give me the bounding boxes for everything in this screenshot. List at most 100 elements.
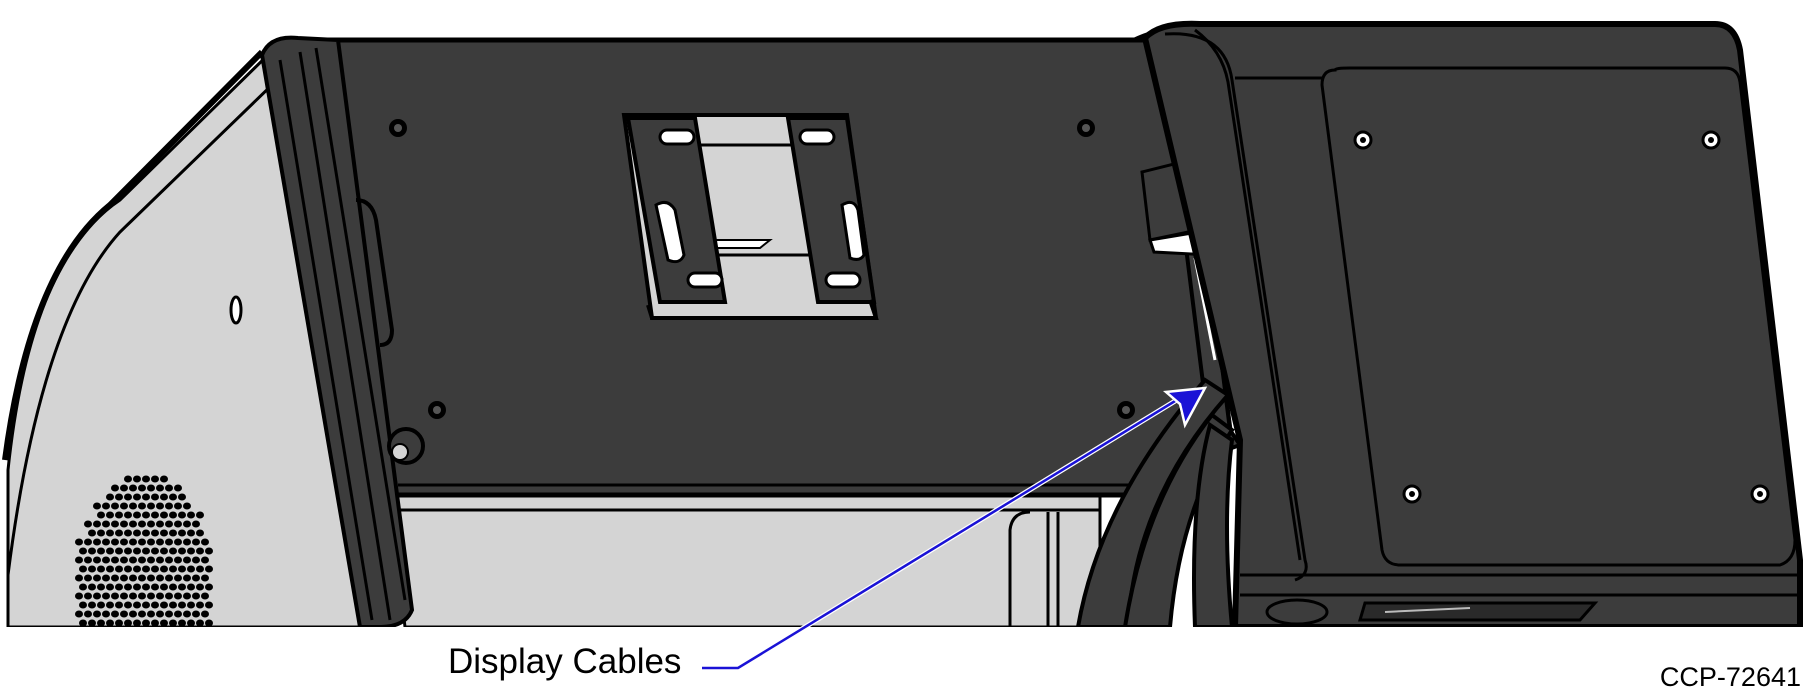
grille-hole bbox=[201, 556, 209, 564]
grille-hole bbox=[201, 538, 209, 546]
grille-hole bbox=[124, 475, 132, 483]
grille-hole bbox=[174, 484, 182, 492]
grille-hole bbox=[115, 511, 123, 519]
grille-hole bbox=[75, 574, 83, 582]
grille-hole bbox=[84, 574, 92, 582]
grille-hole bbox=[174, 520, 182, 528]
grille-hole bbox=[147, 556, 155, 564]
grille-hole bbox=[79, 601, 87, 609]
grille-hole bbox=[201, 574, 209, 582]
grille-hole bbox=[84, 610, 92, 618]
grille-hole bbox=[205, 583, 213, 591]
grille-hole bbox=[111, 610, 119, 618]
grille-hole bbox=[192, 556, 200, 564]
grille-hole bbox=[138, 574, 146, 582]
grille-hole bbox=[187, 547, 195, 555]
display-module bbox=[1141, 20, 1803, 627]
grille-hole bbox=[133, 583, 141, 591]
grille-hole bbox=[88, 565, 96, 573]
grille-hole bbox=[97, 583, 105, 591]
grille-hole bbox=[174, 592, 182, 600]
grille-hole bbox=[120, 629, 128, 636]
grille-hole bbox=[156, 610, 164, 618]
grille-hole bbox=[79, 547, 87, 555]
grille-hole bbox=[196, 547, 204, 555]
grille-hole bbox=[174, 629, 182, 636]
grille-hole bbox=[133, 565, 141, 573]
grille-hole bbox=[106, 493, 114, 501]
grille-hole bbox=[102, 502, 110, 510]
grille-hole bbox=[160, 583, 168, 591]
grille-hole bbox=[88, 547, 96, 555]
grille-hole bbox=[138, 592, 146, 600]
grille-hole bbox=[115, 493, 123, 501]
grille-hole bbox=[196, 565, 204, 573]
grille-hole bbox=[124, 619, 132, 627]
grille-hole bbox=[160, 565, 168, 573]
grille-hole bbox=[97, 565, 105, 573]
grille-hole bbox=[75, 592, 83, 600]
grille-hole bbox=[147, 574, 155, 582]
callout-arrowhead bbox=[1162, 386, 1208, 429]
grille-hole bbox=[192, 629, 200, 636]
grille-hole bbox=[97, 511, 105, 519]
grille-hole bbox=[133, 511, 141, 519]
grille-hole bbox=[147, 502, 155, 510]
grille-hole bbox=[174, 502, 182, 510]
grille-hole bbox=[151, 619, 159, 627]
grille-hole bbox=[142, 601, 150, 609]
grille-hole bbox=[79, 565, 87, 573]
grille-hole bbox=[169, 619, 177, 627]
grille-hole bbox=[165, 484, 173, 492]
grille-hole bbox=[169, 547, 177, 555]
grille-hole bbox=[156, 484, 164, 492]
grille-hole bbox=[160, 601, 168, 609]
grille-hole bbox=[183, 502, 191, 510]
grille-hole bbox=[111, 592, 119, 600]
grille-hole bbox=[133, 619, 141, 627]
grille-hole bbox=[124, 601, 132, 609]
grille-hole bbox=[192, 592, 200, 600]
grille-hole bbox=[129, 502, 137, 510]
display-cables-label: Display Cables bbox=[448, 642, 682, 681]
grille-hole bbox=[192, 610, 200, 618]
grille-hole bbox=[133, 547, 141, 555]
grille-hole bbox=[169, 493, 177, 501]
grille-hole bbox=[178, 601, 186, 609]
callout-leader bbox=[702, 386, 1208, 671]
grille-hole bbox=[183, 610, 191, 618]
grille-hole bbox=[93, 574, 101, 582]
grille-hole bbox=[93, 520, 101, 528]
grille-hole bbox=[178, 565, 186, 573]
grille-hole bbox=[142, 493, 150, 501]
grille-hole bbox=[129, 592, 137, 600]
grille-hole bbox=[93, 592, 101, 600]
grille-hole bbox=[151, 529, 159, 537]
grille-hole bbox=[187, 583, 195, 591]
grille-hole bbox=[183, 556, 191, 564]
grille-hole bbox=[156, 556, 164, 564]
grille-hole bbox=[106, 565, 114, 573]
grille-hole bbox=[79, 583, 87, 591]
grille-hole bbox=[93, 556, 101, 564]
grille-hole bbox=[138, 556, 146, 564]
grille-hole bbox=[151, 547, 159, 555]
grille-hole bbox=[102, 574, 110, 582]
grille-hole bbox=[102, 556, 110, 564]
grille-hole bbox=[165, 538, 173, 546]
grille-hole bbox=[93, 610, 101, 618]
grille-hole bbox=[178, 511, 186, 519]
grille-hole bbox=[201, 592, 209, 600]
left-side-rim bbox=[2, 49, 265, 461]
grille-hole bbox=[165, 574, 173, 582]
grille-hole bbox=[106, 511, 114, 519]
grille-hole bbox=[124, 511, 132, 519]
side-hole bbox=[229, 295, 243, 325]
grille-hole bbox=[165, 520, 173, 528]
display-cables bbox=[1075, 377, 1235, 627]
grille-hole bbox=[156, 520, 164, 528]
grille-hole bbox=[142, 529, 150, 537]
grille-hole bbox=[106, 583, 114, 591]
grille-hole bbox=[196, 619, 204, 627]
grille-hole bbox=[102, 592, 110, 600]
